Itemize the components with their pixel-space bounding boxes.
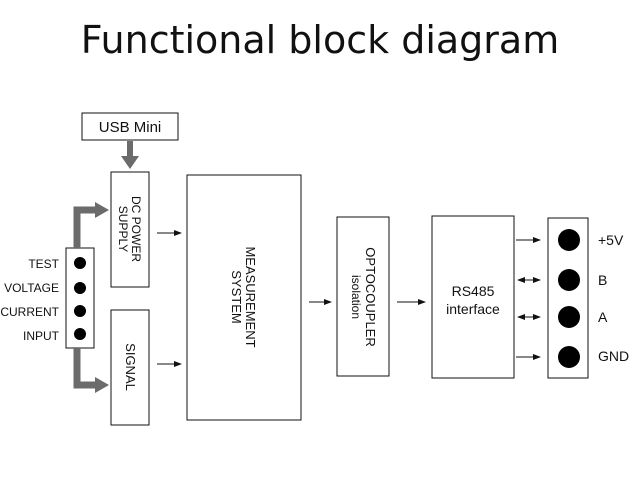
page-title: Functional block diagram	[80, 18, 560, 62]
optocoupler-label-line1: OPTOCOUPLER	[363, 247, 378, 346]
output-label-a: A	[598, 309, 608, 325]
output-pin-a	[558, 306, 580, 328]
connector-to-signal-arrow	[73, 348, 109, 393]
rs485-label-line1: RS485	[452, 283, 495, 299]
dc-power-supply-block: DC POWER SUPPLY	[110, 171, 150, 288]
signal-block: SIGNAL	[110, 309, 150, 426]
output-label-gnd: GND	[598, 348, 629, 364]
output-label-5v: +5V	[598, 232, 624, 248]
input-label-voltage: VOLTAGE	[4, 281, 59, 295]
output-pin-5v	[558, 229, 580, 251]
input-pin-voltage	[74, 282, 86, 294]
output-pin-b	[558, 269, 580, 291]
usb-mini-block: USB Mini	[81, 112, 179, 141]
usb-mini-label: USB Mini	[99, 119, 162, 136]
optocoupler-label-line2: isolation	[349, 275, 363, 319]
output-label-b: B	[598, 272, 607, 288]
input-label-test: TEST	[28, 257, 59, 271]
measurement-label-line2: SYSTEM	[229, 270, 244, 323]
input-pin-current	[74, 305, 86, 317]
input-pin-test	[74, 257, 86, 269]
usb-power-arrow	[121, 141, 139, 169]
optocoupler-block: OPTOCOUPLER isolation	[336, 216, 390, 377]
rs485-block: RS485 interface	[431, 215, 515, 379]
measurement-label-line1: MEASUREMENT	[243, 246, 258, 347]
output-connector	[547, 217, 589, 379]
connector-to-power-arrow	[73, 202, 109, 248]
input-label-current: CURRENT	[0, 305, 59, 319]
measurement-system-block: MEASUREMENT SYSTEM	[186, 174, 302, 421]
output-pin-gnd	[558, 346, 580, 368]
dc-power-label-line2: SUPPLY	[116, 206, 130, 252]
rs485-label-line2: interface	[446, 301, 500, 317]
input-label-input: INPUT	[23, 329, 60, 343]
input-pin-input	[74, 328, 86, 340]
input-connector	[65, 247, 95, 349]
signal-label: SIGNAL	[123, 343, 138, 391]
dc-power-label-line1: DC POWER	[129, 196, 143, 262]
